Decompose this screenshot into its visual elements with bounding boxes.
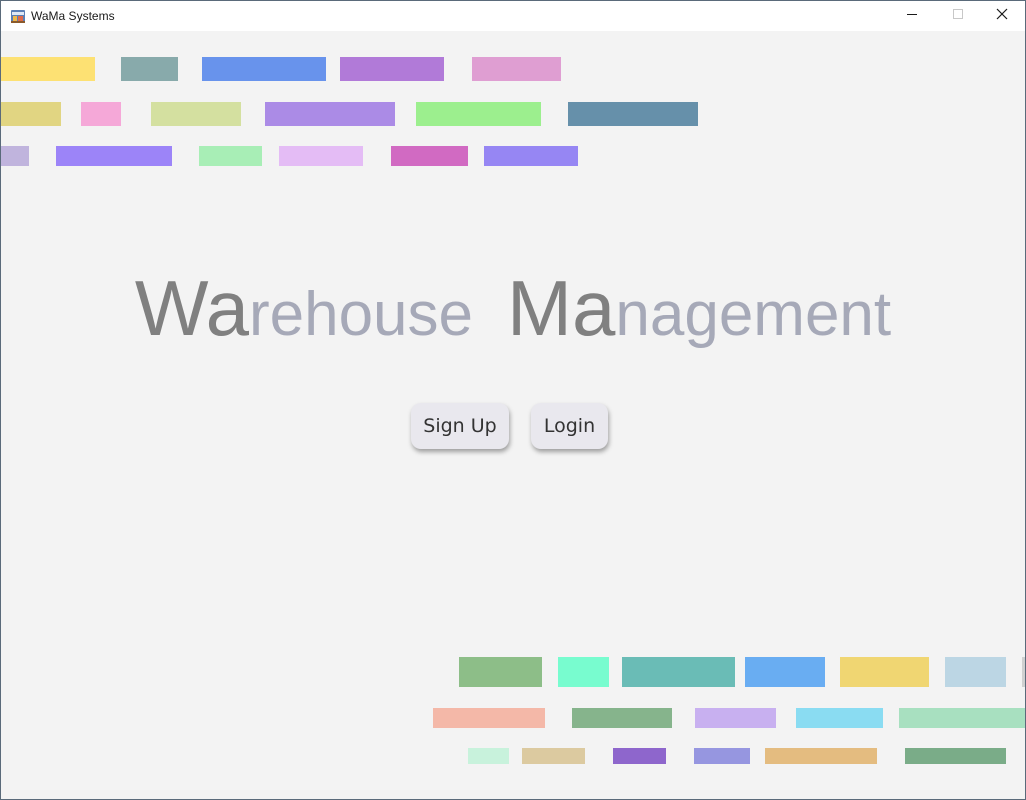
decorative-bar bbox=[796, 708, 883, 728]
decorative-bar bbox=[572, 708, 672, 728]
decorative-bar bbox=[745, 657, 825, 687]
decorative-bar bbox=[433, 708, 545, 728]
decorative-bar bbox=[522, 748, 585, 764]
headline-rest-warehouse: rehouse bbox=[248, 280, 474, 349]
decorative-bar bbox=[613, 748, 666, 764]
decorative-bar bbox=[202, 57, 326, 81]
decorative-bar bbox=[695, 708, 776, 728]
app-logo-icon bbox=[10, 8, 26, 24]
decorative-bar bbox=[1, 102, 61, 126]
decorative-bar bbox=[1022, 657, 1025, 687]
window-title: WaMa Systems bbox=[31, 9, 115, 23]
decorative-bar bbox=[622, 657, 735, 687]
decorative-bar bbox=[416, 102, 541, 126]
decorative-bar bbox=[905, 748, 1006, 764]
decorative-bar bbox=[81, 102, 121, 126]
decorative-bar bbox=[472, 57, 561, 81]
decorative-bar bbox=[199, 146, 262, 166]
headline-rest-management: nagement bbox=[615, 280, 892, 349]
close-icon bbox=[996, 7, 1008, 25]
decorative-bar bbox=[694, 748, 750, 764]
decorative-bar bbox=[56, 146, 172, 166]
decorative-bar bbox=[121, 57, 178, 81]
decorative-bar bbox=[558, 657, 609, 687]
login-button[interactable]: Login bbox=[531, 403, 608, 449]
headline-emphasis-wa: Wa bbox=[134, 264, 249, 352]
decorative-bar bbox=[1, 146, 29, 166]
decorative-bar bbox=[765, 748, 877, 764]
decorative-bar bbox=[484, 146, 578, 166]
decorative-bar bbox=[468, 748, 509, 764]
maximize-icon bbox=[952, 7, 964, 25]
decorative-bar bbox=[459, 657, 542, 687]
decorative-bar bbox=[279, 146, 363, 166]
close-button[interactable] bbox=[979, 1, 1025, 31]
minimize-button[interactable] bbox=[889, 1, 935, 31]
decorative-bar bbox=[391, 146, 468, 166]
decorative-bar bbox=[265, 102, 395, 126]
decorative-bar bbox=[340, 57, 444, 81]
minimize-icon bbox=[906, 7, 918, 25]
decorative-bar bbox=[1, 57, 95, 81]
decorative-bar bbox=[151, 102, 241, 126]
decorative-bar bbox=[568, 102, 698, 126]
maximize-button[interactable] bbox=[935, 1, 981, 31]
title-bar[interactable]: WaMa Systems bbox=[1, 1, 1025, 31]
sign-up-button[interactable]: Sign Up bbox=[411, 403, 509, 449]
decorative-bar bbox=[899, 708, 1025, 728]
headline-emphasis-ma: Ma bbox=[507, 264, 616, 352]
decorative-bar bbox=[945, 657, 1006, 687]
decorative-bar bbox=[840, 657, 929, 687]
